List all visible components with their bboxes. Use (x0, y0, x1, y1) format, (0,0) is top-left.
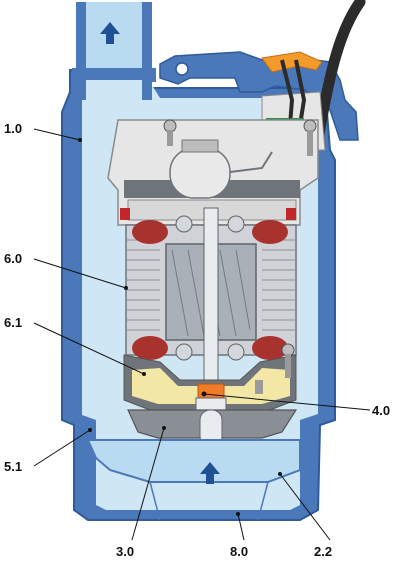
leader-8-0 (237, 513, 245, 541)
callout-3-0: 3.0 (116, 544, 134, 559)
screw (163, 119, 177, 146)
callout-4-0: 4.0 (372, 403, 390, 418)
carry-handle (159, 51, 359, 141)
callout-5-1: 5.1 (4, 459, 22, 474)
leader-dots (78, 138, 282, 516)
outlet-arrow-icon (100, 22, 120, 44)
leader-2-2 (279, 473, 331, 541)
motor-top-cover (107, 119, 319, 226)
leader-6-0 (33, 258, 127, 289)
leader-4-0 (203, 393, 371, 411)
callout-6-1: 6.1 (4, 315, 22, 330)
screw (303, 119, 317, 156)
leader-3-0 (131, 427, 165, 541)
screw (281, 343, 295, 378)
callout-6-0: 6.0 (4, 251, 22, 266)
inlet-arrow-icon (200, 462, 220, 484)
leader-6-1 (33, 322, 145, 375)
callout-labels: 1.0 6.0 6.1 5.1 4.0 3.0 8.0 2.2 (4, 121, 390, 559)
oil-chamber (123, 343, 297, 411)
leader-lines (33, 128, 371, 541)
motor-stator (125, 207, 297, 449)
leader-5-1 (33, 429, 91, 467)
callout-1-0: 1.0 (4, 121, 22, 136)
outlet-pipe (72, 2, 156, 102)
screw (255, 380, 263, 394)
leader-1-0 (33, 128, 81, 141)
callout-2-2: 2.2 (314, 544, 332, 559)
callout-8-0: 8.0 (230, 544, 248, 559)
